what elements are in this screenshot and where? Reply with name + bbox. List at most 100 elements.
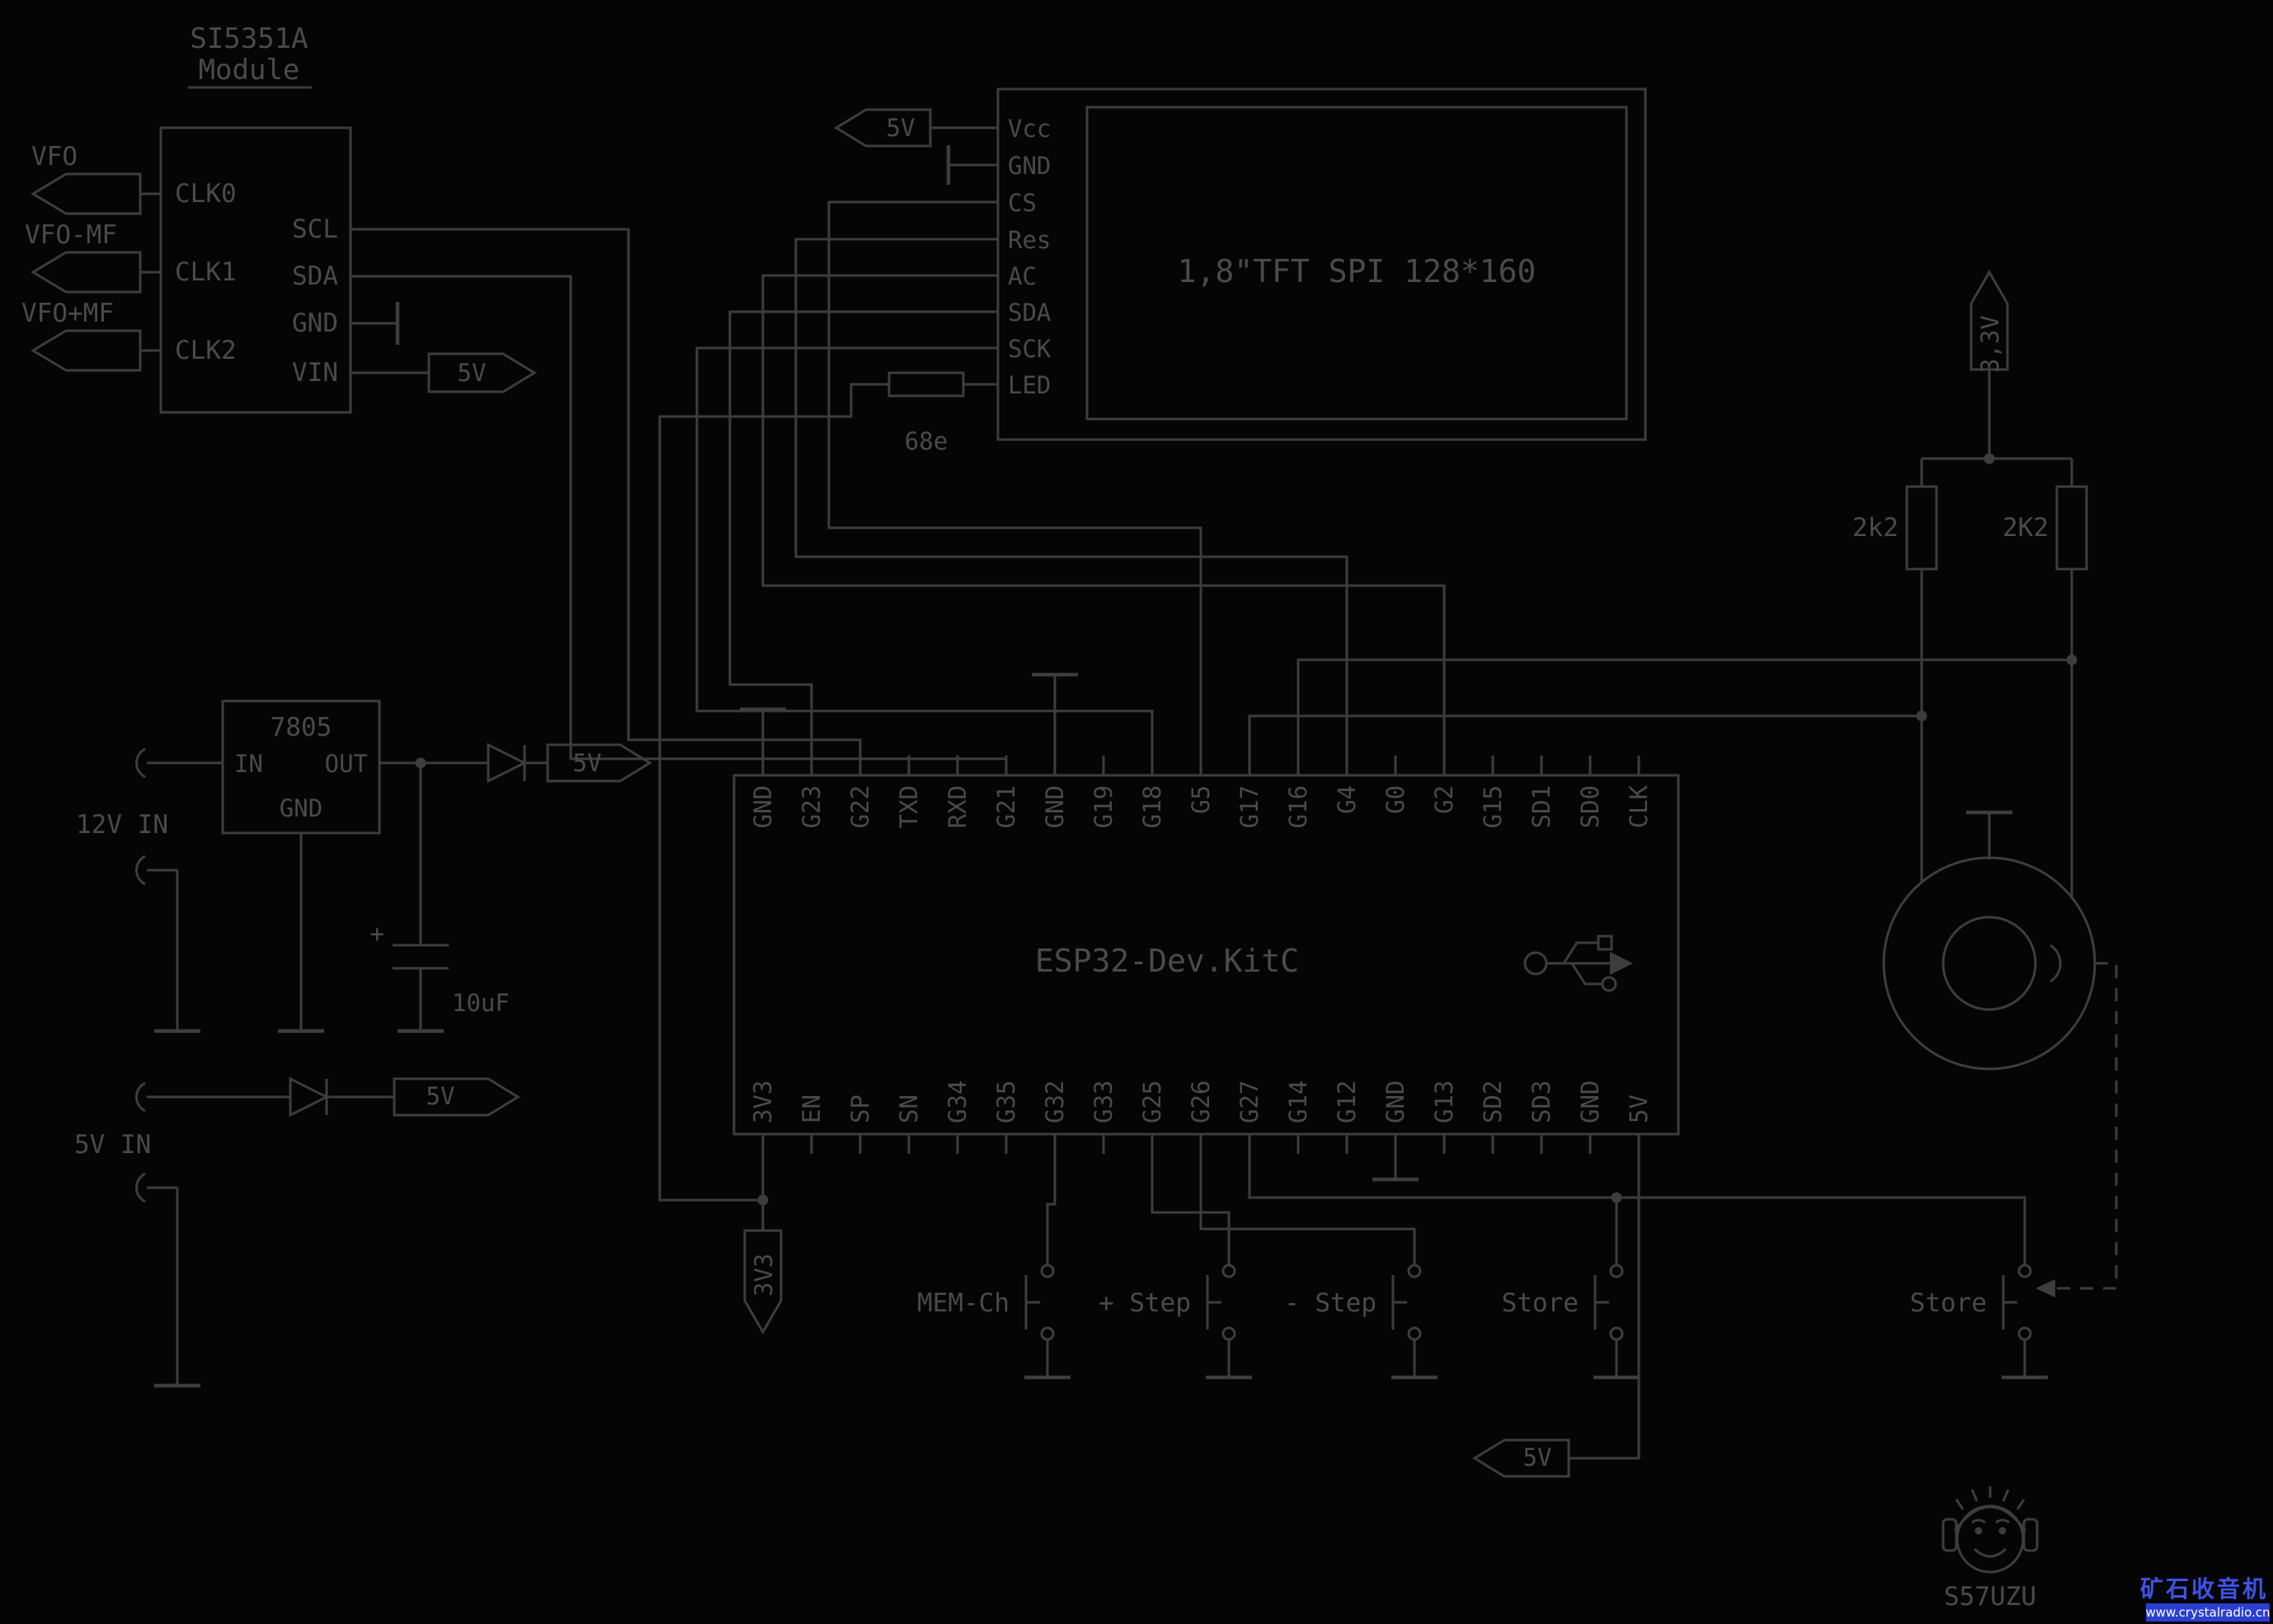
supply-5v-label: 5V	[573, 749, 602, 777]
si5351-title: SI5351A	[190, 22, 308, 55]
junction-dot	[757, 1194, 769, 1206]
esp32-bottom-pin-label: G34	[944, 1080, 972, 1123]
encoder-wires	[1248, 370, 2073, 897]
si5351-pin-label: CLK2	[175, 336, 237, 365]
button-contact	[1407, 1264, 1422, 1278]
esp32-rail-wires	[761, 675, 1640, 1460]
cap-label: 10uF	[452, 989, 510, 1017]
si5351-pin-label: GND	[292, 308, 338, 338]
esp32-top-pin-label: G16	[1284, 785, 1312, 828]
si5351-pin-label: SCL	[292, 214, 338, 244]
regulator-pin-gnd: GND	[280, 794, 322, 822]
smiley-smile	[1973, 1547, 2007, 1558]
smiley-eye	[1998, 1527, 2007, 1535]
button-label-store: Store	[1502, 1288, 1579, 1318]
supply-flag-5v	[393, 1077, 520, 1117]
button-label-store-encoder: Store	[1910, 1288, 1987, 1318]
junction-dot	[415, 757, 426, 769]
esp32-bottom-pin-label: 5V	[1625, 1094, 1653, 1123]
esp32-top-pin-label: G23	[798, 785, 826, 828]
tft-pin-label: CS	[1008, 189, 1037, 217]
power-input-5v: 5V 5V IN	[74, 1076, 520, 1388]
esp32-bottom-pin-label: G25	[1138, 1080, 1166, 1123]
supply-3v3-label: 3V3	[750, 1254, 778, 1297]
button-contact	[1040, 1326, 1055, 1341]
usb-icon	[1523, 934, 1633, 992]
button-contact	[2017, 1326, 2032, 1341]
tft-pin-label: Vcc	[1008, 115, 1051, 143]
resistor-right-label: 2K2	[2002, 513, 2049, 543]
button-wires	[1046, 1134, 2026, 1376]
supply-5v-label: 5V	[887, 114, 915, 142]
button-contact	[1040, 1264, 1055, 1278]
supply-5v-label: 5V	[1523, 1443, 1552, 1471]
supply-flag-5v	[546, 743, 652, 783]
si5351-pin-label: VIN	[292, 358, 338, 388]
rotary-encoder: 3,3V 2k2 2K2	[1248, 270, 2118, 1297]
junction-dot	[2066, 654, 2078, 666]
headphone-hatch	[1955, 1486, 2026, 1510]
regulator-name: 7805	[271, 713, 332, 742]
si5351-pin-label: SDA	[292, 261, 338, 291]
esp32-bottom-pin-label: GND	[1576, 1080, 1604, 1123]
esp32-top-pin-label: CLK	[1625, 784, 1653, 828]
plug-connector-icon	[134, 1081, 146, 1203]
plug-connector-icon	[134, 747, 146, 886]
tft-pin-label: GND	[1008, 152, 1051, 180]
esp32-body	[732, 774, 1680, 1136]
esp32-top-pin-label: G15	[1479, 785, 1507, 828]
vfo-mf-plus-label: VFO+MF	[21, 299, 114, 328]
esp32-bottom-pin-label: G27	[1235, 1080, 1264, 1123]
tft-outer-body	[996, 87, 1647, 441]
encoder-push-link	[2050, 962, 2118, 1290]
supply-flag-5v	[834, 108, 932, 148]
button-plungers	[1024, 1275, 2017, 1330]
esp32-bottom-pin-label: 3V3	[749, 1080, 777, 1123]
esp32-top-pin-label: G17	[1235, 785, 1264, 828]
headphone-pad-right	[2022, 1518, 2039, 1552]
button-contact	[2017, 1264, 2032, 1278]
si5351-subtitle: Module	[199, 54, 300, 87]
esp32-bottom-pin-label: SN	[895, 1094, 923, 1123]
si5351-pin-label: CLK0	[175, 179, 237, 209]
watermark-bar	[2146, 1603, 2270, 1622]
input-12v-label: 12V IN	[76, 810, 168, 840]
smiley-brows	[1971, 1518, 2010, 1524]
encoder-shaft	[1941, 916, 2037, 1011]
esp32-top-pin-label: G21	[992, 785, 1020, 828]
backlight-resistor-label: 68e	[905, 427, 948, 455]
esp32-bottom-pin-label: EN	[798, 1094, 826, 1123]
esp32-top-pin-label: G18	[1138, 785, 1166, 828]
net-flag-vfo-mf-minus	[31, 251, 142, 294]
tft-pin-label: SCK	[1008, 335, 1052, 363]
button-contact	[1609, 1264, 1624, 1278]
esp32-top-pin-label: G5	[1187, 785, 1215, 814]
diode-icon	[487, 742, 528, 784]
si5351-module: SI5351A Module CLK0 CLK1 CLK2 SCL SDA GN…	[21, 22, 1008, 775]
junction-dot	[1984, 453, 1995, 464]
callsign-label: S57UZU	[1944, 1582, 2036, 1612]
supply-3v3-label: 3,3V	[1976, 315, 2004, 373]
regulator-pin-in: IN	[234, 750, 263, 778]
net-flag-vfo	[31, 172, 142, 215]
esp32-bottom-pin-label: G35	[992, 1080, 1020, 1123]
headphone-band-icon	[1953, 1505, 2027, 1532]
regulator-pin-out: OUT	[325, 750, 368, 778]
headphone-pad-left	[1941, 1518, 1958, 1552]
tft-wires	[658, 126, 1446, 1202]
esp32-bottom-pin-label: G12	[1333, 1080, 1361, 1123]
vfo-label: VFO	[31, 142, 78, 172]
esp32-bottom-pin-label: G32	[1041, 1080, 1069, 1123]
esp32-top-pin-label: RXD	[944, 785, 972, 828]
watermark: 矿石收音机 www.crystalradio.cn	[2140, 1575, 2271, 1622]
resistor-left-label: 2k2	[1852, 513, 1899, 543]
si5351-wires	[140, 192, 1008, 775]
gnd-symbol	[740, 672, 1419, 1182]
pullup-resistor-left	[1905, 485, 1938, 571]
button-contact	[1407, 1326, 1422, 1341]
button-contact	[1609, 1326, 1624, 1341]
vfo-mf-minus-label: VFO-MF	[25, 220, 117, 250]
button-contact	[1221, 1326, 1236, 1341]
esp32-top-pin-label: GND	[1041, 785, 1069, 828]
